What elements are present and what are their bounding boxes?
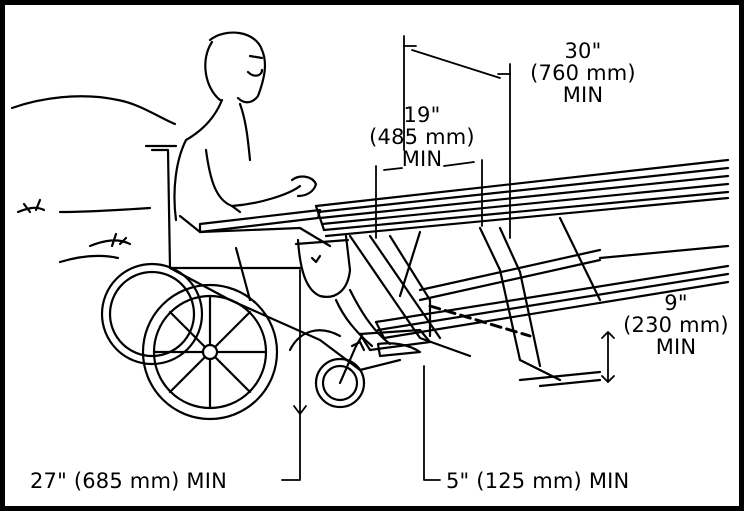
bench-height-label: 9" (230 mm) MIN [614, 292, 738, 358]
dimension-lines [281, 35, 615, 481]
person-figure [173, 31, 422, 358]
knee-depth-label: 19" (485 mm) MIN [360, 104, 484, 170]
toe-clearance-label: 5" (125 mm) MIN [446, 470, 696, 492]
knee-depth-metric: (485 mm) [369, 125, 475, 149]
table-width-metric: (760 mm) [530, 61, 636, 85]
landscape-sketch [10, 95, 177, 264]
picnic-table [314, 158, 730, 388]
bench-height-imperial: 9" [664, 291, 688, 315]
table-width-label: 30" (760 mm) MIN [518, 40, 648, 106]
toe-clearance-text: 5" (125 mm) MIN [446, 469, 630, 493]
wheelchair [100, 144, 432, 421]
knee-depth-qualifier: MIN [401, 147, 443, 171]
bench-height-qualifier: MIN [655, 335, 697, 359]
knee-clearance-height-label: 27" (685 mm) MIN [30, 470, 280, 492]
bench-height-metric: (230 mm) [623, 313, 729, 337]
table-width-imperial: 30" [564, 39, 602, 63]
table-width-qualifier: MIN [562, 83, 604, 107]
knee-clearance-height-text: 27" (685 mm) MIN [30, 469, 228, 493]
knee-depth-imperial: 19" [403, 103, 441, 127]
